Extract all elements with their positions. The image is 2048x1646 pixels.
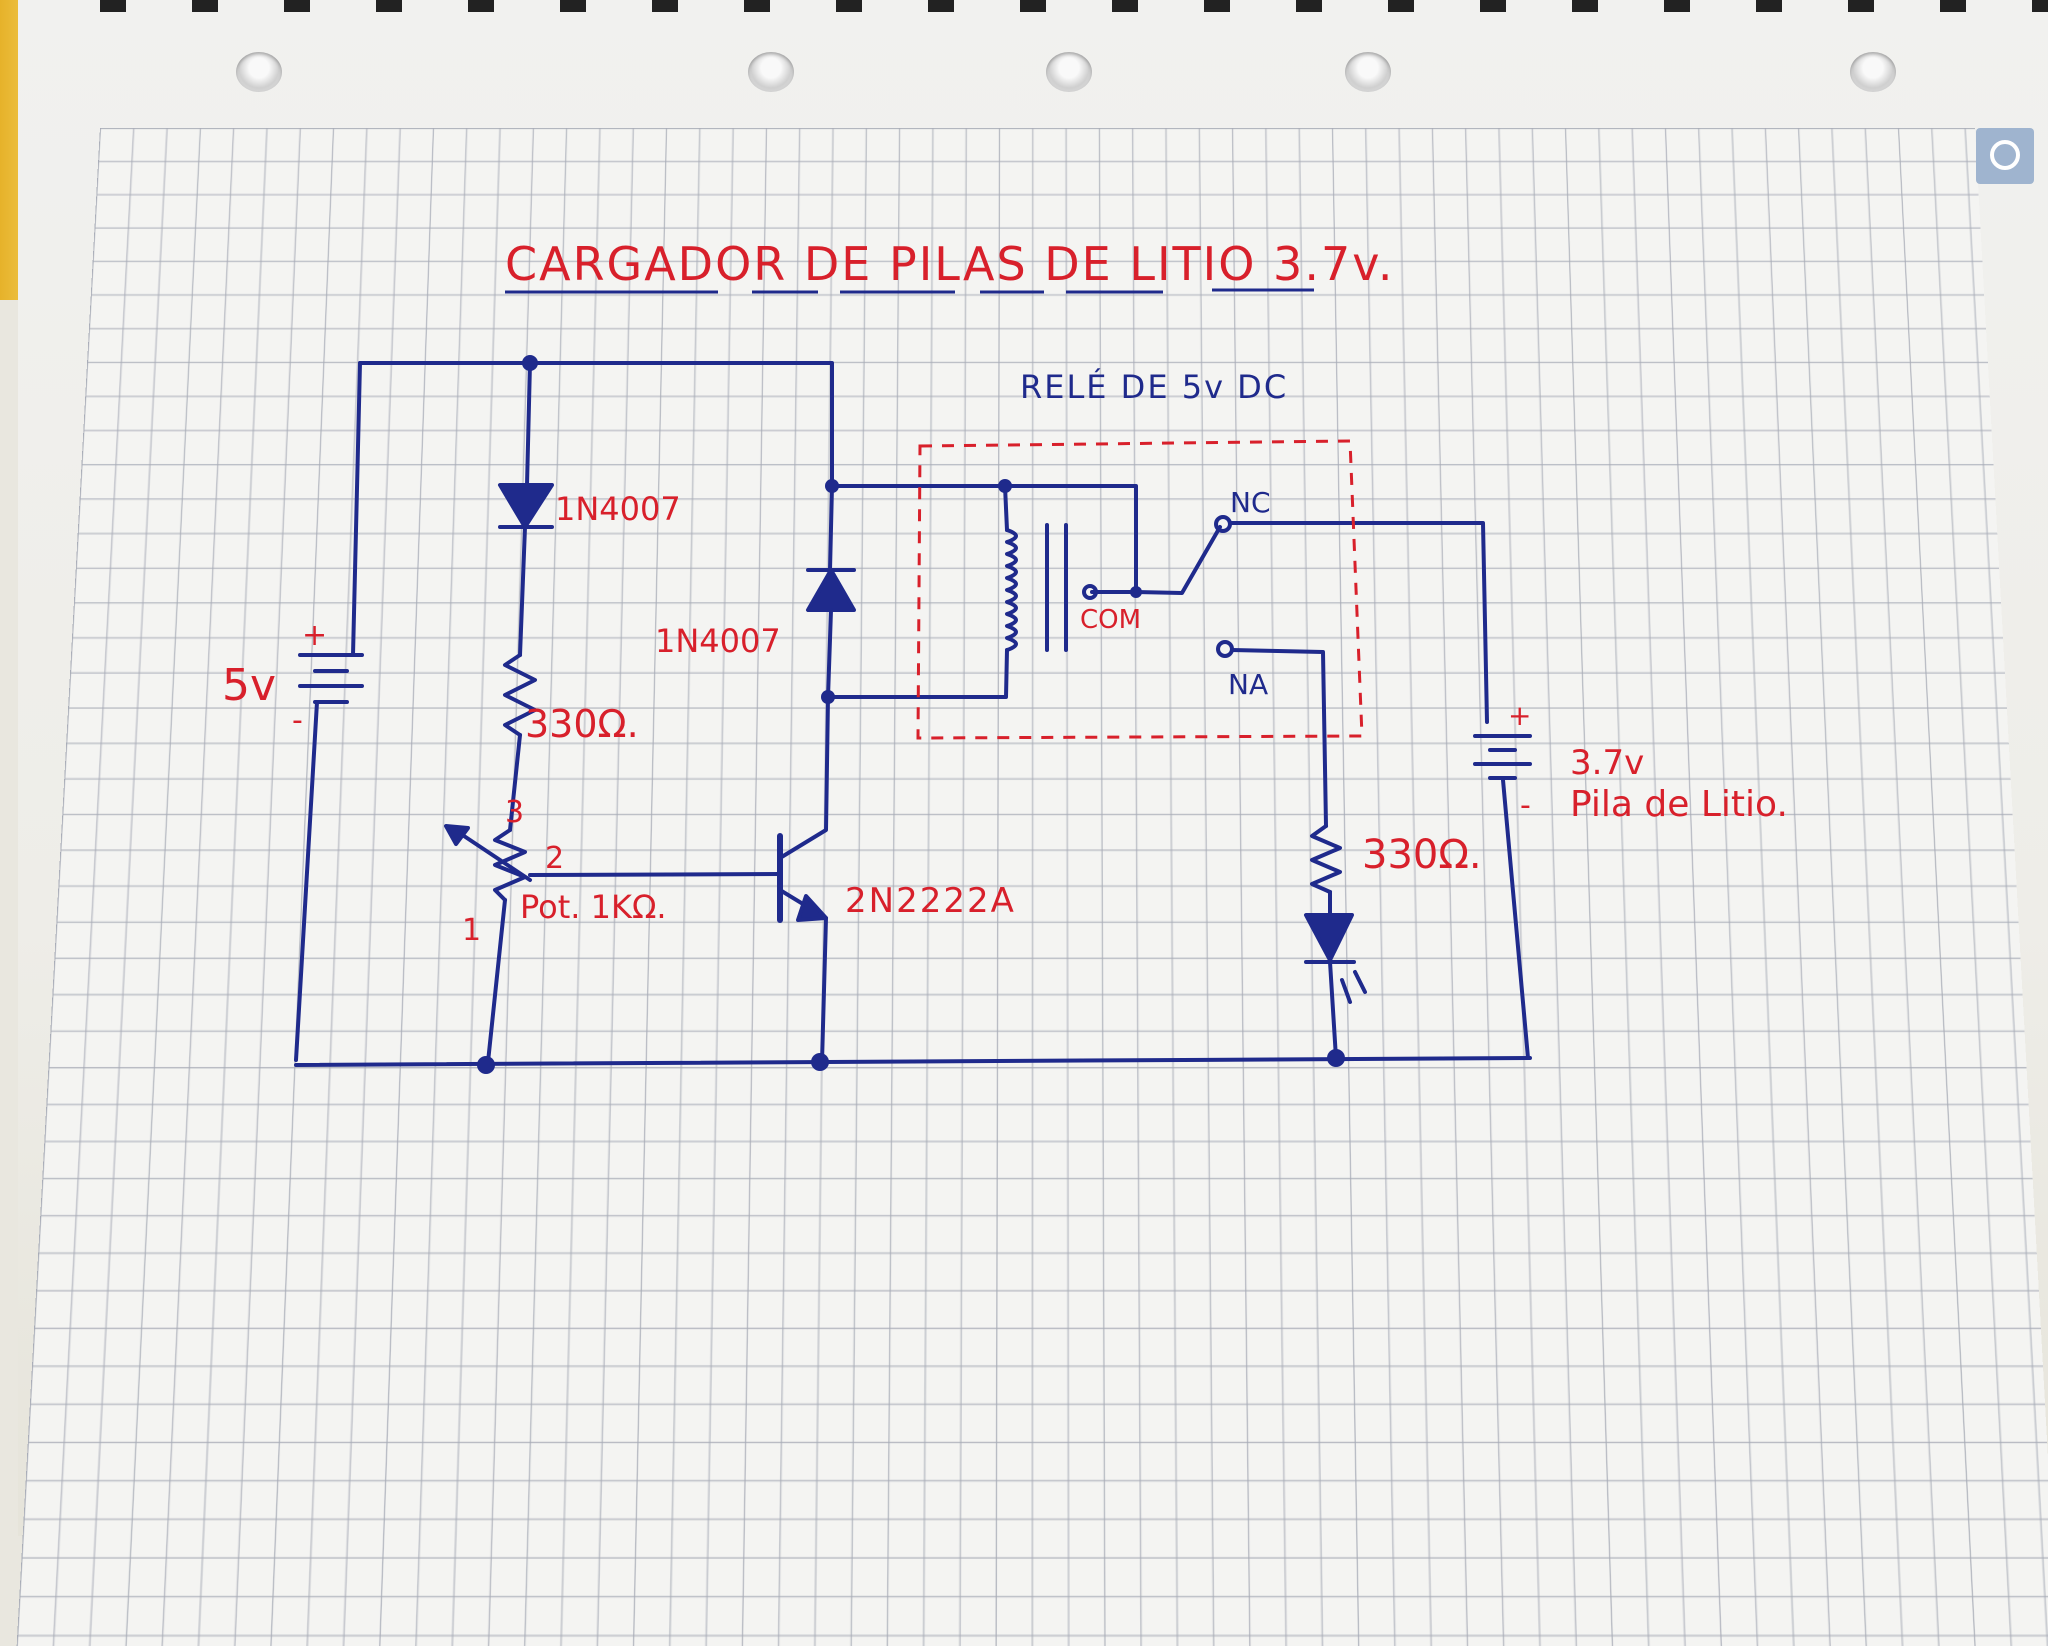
battery-to-ground-wire	[1501, 778, 1530, 1060]
diode2-wire-bottom	[826, 608, 833, 699]
battery-plus-label: +	[1508, 699, 1531, 732]
com-terminal	[1082, 584, 1098, 600]
led-to-ground-wire	[1328, 960, 1338, 1060]
junction-dot	[1130, 586, 1142, 598]
supply-negative-wire	[294, 700, 319, 1062]
junction-dot	[1327, 1049, 1345, 1067]
punch-hole	[748, 52, 794, 92]
notebook-logo	[1976, 128, 2034, 184]
battery-minus-label: -	[1520, 788, 1531, 823]
ground-rail-wire	[294, 1056, 1532, 1067]
diode2-wire-top	[828, 484, 834, 572]
com-label: COM	[1080, 605, 1141, 635]
supply-battery-plates	[298, 653, 364, 704]
na-to-resistor-wire	[1230, 648, 1328, 828]
nc-label: NC	[1230, 486, 1271, 519]
transistor-emitter-arrow	[796, 894, 828, 922]
resistor2-label: 330Ω.	[1362, 832, 1482, 878]
diode1-label: 1N4007	[555, 490, 681, 528]
transistor-label: 2N2222A	[845, 881, 1016, 921]
pot-pin1-label: 1	[462, 913, 481, 948]
led-light-rays	[1340, 970, 1367, 1004]
top-rail-wire	[358, 361, 834, 488]
relay-boundary-box	[916, 439, 1364, 740]
coil-lead-top	[1003, 484, 1009, 532]
supply-plus-label: +	[302, 618, 327, 653]
punch-hole	[1345, 52, 1391, 92]
diode2-label: 1N4007	[655, 622, 781, 660]
relay-coil	[1005, 528, 1018, 652]
supply-voltage-label: 5v	[222, 660, 276, 711]
spiral-binding	[100, 0, 2048, 12]
pot-symbol	[493, 828, 527, 902]
pot-to-ground-wire	[486, 898, 507, 1064]
junction-dot	[477, 1056, 495, 1074]
diode1-to-resistor-wire	[518, 525, 527, 657]
junction-dot	[522, 355, 538, 371]
junction-dot	[998, 479, 1012, 493]
supply-minus-label: -	[292, 703, 303, 738]
pot-arrow-head	[444, 824, 470, 846]
pot-arrow	[450, 826, 532, 882]
supply-positive-wire	[351, 361, 362, 657]
coil-bottom-wire	[826, 648, 1009, 699]
punch-hole	[1850, 52, 1896, 92]
pot-label: Pot. 1KΩ.	[520, 888, 667, 926]
coil-top-wire	[830, 484, 1138, 594]
punch-hole	[1046, 52, 1092, 92]
led-symbol	[1304, 913, 1354, 962]
relay-switch-arm	[1134, 525, 1222, 595]
diagram-title: CARGADOR DE PILAS DE LITIO 3.7v.	[505, 237, 1394, 291]
circuit-diagram: CARGADOR DE PILAS DE LITIO 3.7v. RELÉ DE…	[222, 237, 1788, 1074]
resistor1-label: 330Ω.	[525, 702, 639, 746]
battery-voltage-label: 3.7v	[1570, 743, 1644, 783]
na-terminal	[1216, 640, 1234, 658]
battery-name-label: Pila de Litio.	[1570, 784, 1788, 825]
charge-battery-plates	[1473, 734, 1532, 780]
transistor-collector-wire	[778, 695, 830, 860]
logo-icon	[1990, 140, 2020, 170]
diode2-symbol	[806, 568, 856, 612]
relay-label: RELÉ DE 5v DC	[1020, 368, 1288, 406]
relay-core	[1045, 523, 1068, 652]
junction-dot	[821, 690, 835, 704]
junction-dot	[811, 1053, 829, 1071]
diode1-wire	[525, 361, 532, 487]
pot-pin3-label: 3	[505, 795, 524, 830]
resistor2-symbol	[1310, 824, 1342, 894]
pot-wiper-to-base-wire	[528, 872, 782, 877]
nc-terminal	[1214, 515, 1232, 533]
na-label: NA	[1228, 668, 1268, 701]
resistor1-to-pot-wire	[508, 733, 522, 832]
resistor1-symbol	[503, 653, 537, 737]
nc-to-battery-wire	[1228, 521, 1489, 724]
diode1-symbol	[498, 483, 554, 529]
junction-dot	[825, 479, 839, 493]
pot-pin2-label: 2	[545, 841, 564, 876]
punch-hole	[236, 52, 282, 92]
